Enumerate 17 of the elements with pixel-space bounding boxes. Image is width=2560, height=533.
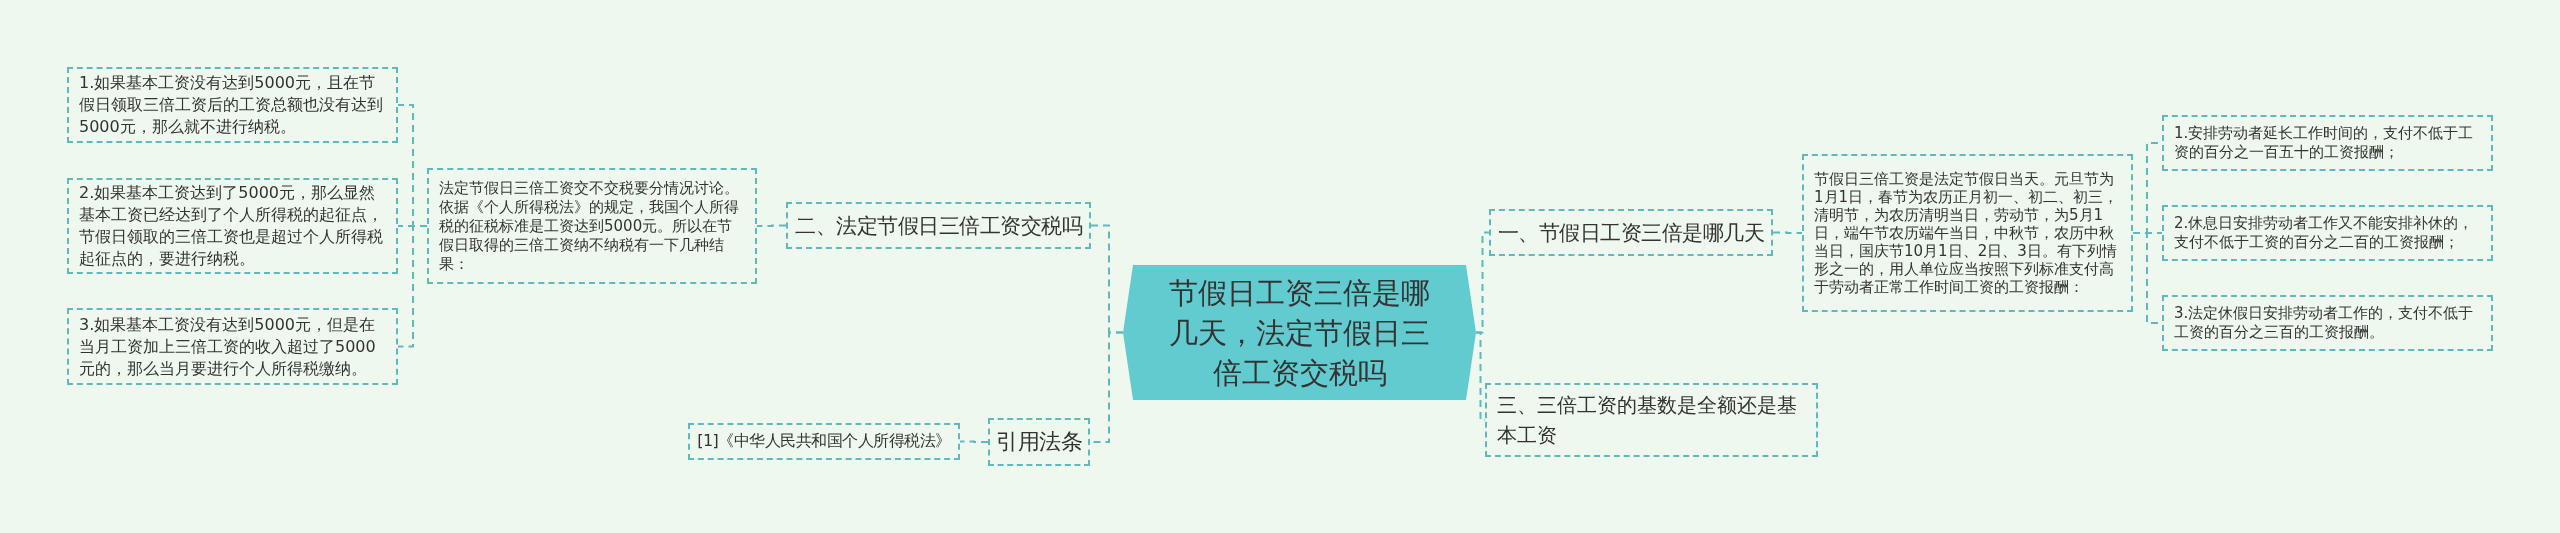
text-box: 节假日三倍工资是法定节假日当天。元旦节为1月1日，春节为农历正月初一、初二、初三，清明节，为农历清明当日，劳动节，为5月1日，端午节农历端午当日，中秋节，农历中秋当日，国庆节10月1日、2日、3日。有下列情形之一的，用人单位应当按照下列标准支付高于劳动者正常工作时间工资的工资报酬： [1802, 154, 2133, 312]
text-box: [1]《中华人民共和国个人所得税法》 [688, 423, 960, 460]
branch-box: 三、三倍工资的基数是全额还是基本工资 [1485, 383, 1818, 457]
connector-line [756, 224, 787, 227]
connector-line [1772, 231, 1803, 234]
text-box: 1.安排劳动者延长工作时间的，支付不低于工资的百分之一百五十的工资报酬； [2162, 115, 2493, 171]
text-box: 法定节假日三倍工资交不交税要分情况讨论。依据《个人所得税法》的规定，我国个人所得税的征税标准是工资达到5000元。所以在节假日取得的三倍工资纳不纳税有一下几种结果： [427, 168, 757, 284]
text-box: 2.如果基本工资达到了5000元，那么显然基本工资已经达到了个人所得税的起征点，节假日领取的三倍工资也是超过个人所得税起征点的，要进行纳税。 [67, 178, 398, 274]
connector-line [959, 440, 989, 443]
connector-line [397, 225, 428, 348]
branch-box: 引用法条 [988, 418, 1090, 466]
branch-box: 一、节假日工资三倍是哪几天 [1489, 209, 1773, 256]
text-box: 1.如果基本工资没有达到5000元，且在节假日领取三倍工资后的工资总额也没有达到5000元，那么就不进行纳税。 [67, 67, 398, 143]
text-box: 2.休息日安排劳动者工作又不能安排补休的，支付不低于工资的百分之二百的工资报酬； [2162, 205, 2493, 261]
text-box: 3.如果基本工资没有达到5000元，但是在当月工资加上三倍工资的收入超过了5000元的，那么当月要进行个人所得税缴纳。 [67, 308, 398, 385]
branch-box: 二、法定节假日三倍工资交税吗 [786, 202, 1091, 249]
text-box: 3.法定休假日安排劳动者工作的，支付不低于工资的百分之三百的工资报酬。 [2162, 295, 2493, 351]
